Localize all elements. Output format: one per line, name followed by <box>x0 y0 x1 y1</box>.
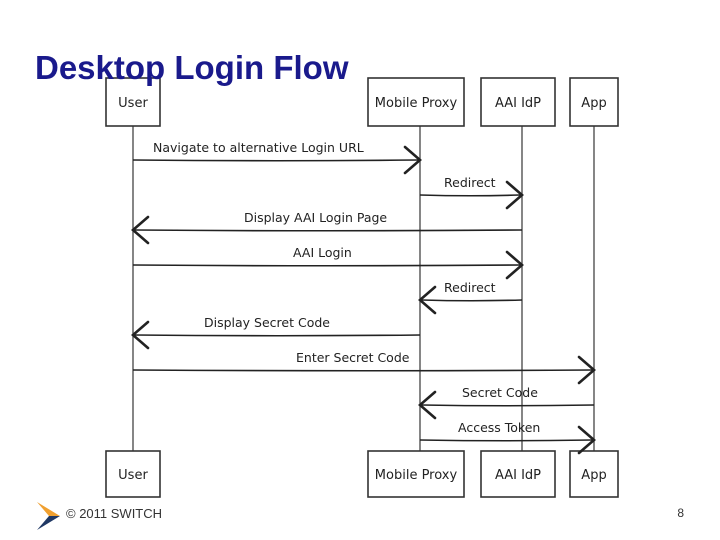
message-3: Display AAI Login Page <box>131 210 523 245</box>
message-line <box>421 299 523 302</box>
message-line <box>132 369 593 372</box>
participant-app-bottom: App <box>569 450 619 498</box>
message-label: Access Token <box>458 420 540 435</box>
message-2: Redirect <box>419 175 524 210</box>
message-line <box>419 194 521 197</box>
arrowhead-icon <box>577 425 596 455</box>
message-label: Display AAI Login Page <box>244 210 387 225</box>
message-1: Navigate to alternative Login URL <box>132 140 422 175</box>
message-line <box>134 334 421 337</box>
participant-box <box>480 450 556 498</box>
participant-box <box>105 77 161 127</box>
page-number: 8 <box>677 506 684 520</box>
participant-user-bottom: User <box>105 450 161 498</box>
message-line <box>134 229 523 232</box>
message-label: Secret Code <box>462 385 538 400</box>
participant-label: AAI IdP <box>495 468 541 483</box>
message-label: AAI Login <box>293 245 352 260</box>
message-8: Secret Code <box>418 385 595 420</box>
message-label: Enter Secret Code <box>296 350 410 365</box>
messages: Navigate to alternative Login URL Redirec… <box>131 140 596 455</box>
copyright-text: © 2011 SWITCH <box>66 506 163 521</box>
participant-box <box>105 450 161 498</box>
arrowhead-icon <box>505 180 524 210</box>
message-label: Redirect <box>444 280 496 295</box>
arrowhead-icon <box>403 145 422 175</box>
slide-title: Desktop Login Flow <box>35 49 349 86</box>
arrowhead-icon <box>131 320 150 350</box>
message-9: Access Token <box>419 420 596 455</box>
participant-box <box>569 450 619 498</box>
message-6: Display Secret Code <box>131 315 421 350</box>
arrowhead-icon <box>577 355 596 385</box>
message-line <box>132 264 521 267</box>
arrowhead-icon <box>505 250 524 280</box>
participant-box <box>569 77 619 127</box>
participant-proxy-top: Mobile Proxy <box>367 77 465 127</box>
participant-label: AAI IdP <box>495 96 541 111</box>
switch-logo-icon <box>37 502 60 530</box>
participant-idp-top: AAI IdP <box>480 77 556 127</box>
lifelines <box>132 126 595 451</box>
participant-label: App <box>581 96 606 111</box>
participant-proxy-bottom: Mobile Proxy <box>367 450 465 498</box>
message-4: AAI Login <box>132 245 524 280</box>
participant-label: Mobile Proxy <box>375 96 458 111</box>
arrowhead-icon <box>418 285 437 315</box>
message-line <box>421 404 595 407</box>
message-label: Redirect <box>444 175 496 190</box>
message-line <box>132 159 419 162</box>
message-label: Display Secret Code <box>204 315 330 330</box>
participant-user-top: User <box>105 77 161 127</box>
participant-box <box>480 77 556 127</box>
participant-box <box>367 77 465 127</box>
message-label: Navigate to alternative Login URL <box>153 140 364 155</box>
message-7: Enter Secret Code <box>132 350 596 385</box>
participant-idp-bottom: AAI IdP <box>480 450 556 498</box>
arrowhead-icon <box>131 215 150 245</box>
participant-box <box>367 450 465 498</box>
message-line <box>419 439 593 442</box>
participant-label: Mobile Proxy <box>375 468 458 483</box>
message-5: Redirect <box>418 280 523 315</box>
participant-label: User <box>118 468 148 483</box>
participant-label: User <box>118 96 148 111</box>
participant-app-top: App <box>569 77 619 127</box>
participant-label: App <box>581 468 606 483</box>
arrowhead-icon <box>418 390 437 420</box>
